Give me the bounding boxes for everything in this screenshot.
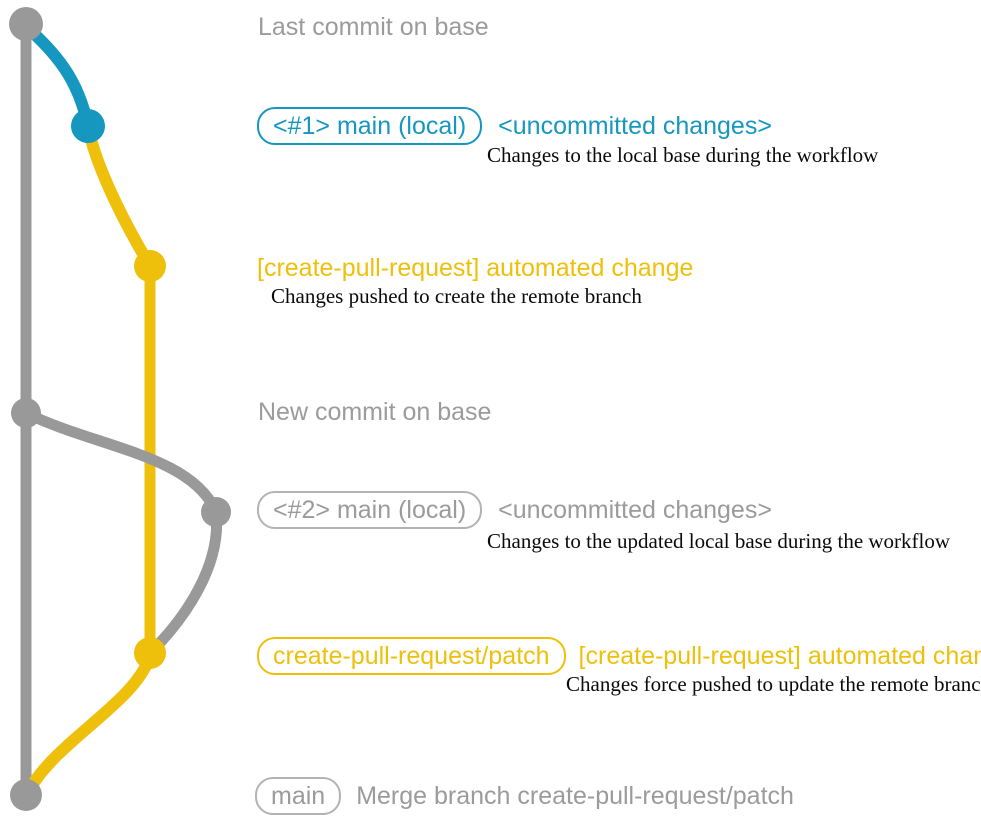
updated-local-fork-curve [20, 407, 222, 518]
commit-dot-uncommitted-2 [201, 497, 231, 527]
patch-branch-curve-top [82, 120, 156, 272]
branch-badge-main: main [255, 777, 342, 815]
label-merge-branch: Merge branch create-pull-request/patch [356, 781, 794, 810]
commit-dot-new-base [11, 398, 41, 428]
label-automated-change-1: [create-pull-request] automated change [257, 254, 694, 282]
label-uncommitted-changes-1: <uncommitted changes> [498, 111, 772, 140]
desc-changes-pushed: Changes pushed to create the remote bran… [271, 284, 642, 308]
commit-dot-uncommitted-1 [71, 109, 105, 143]
local-changes-curve [20, 20, 94, 132]
commit-dot-automated-change-2 [134, 637, 166, 669]
desc-local-base-changes: Changes to the local base during the wor… [487, 143, 879, 167]
label-automated-change-2: [create-pull-request] automated change [578, 641, 981, 670]
label-uncommitted-changes-2: <uncommitted changes> [498, 495, 772, 524]
commit-dot-automated-change-1 [134, 250, 166, 282]
desc-updated-local-base-changes: Changes to the updated local base during… [487, 529, 951, 553]
desc-changes-force-pushed: Changes force pushed to update the remot… [566, 672, 981, 696]
branch-badge-main-local-1: <#1> main (local) [257, 107, 483, 145]
label-last-commit-on-base: Last commit on base [258, 13, 489, 41]
commit-dot-last-base [9, 7, 43, 41]
branch-badge-patch: create-pull-request/patch [257, 637, 566, 675]
commit-dot-merge [10, 779, 42, 811]
branch-badge-main-local-2: <#2> main (local) [257, 491, 483, 529]
patch-branch-merge-curve [21, 649, 156, 801]
updated-local-return-curve [146, 506, 223, 657]
label-new-commit-on-base: New commit on base [258, 398, 492, 426]
